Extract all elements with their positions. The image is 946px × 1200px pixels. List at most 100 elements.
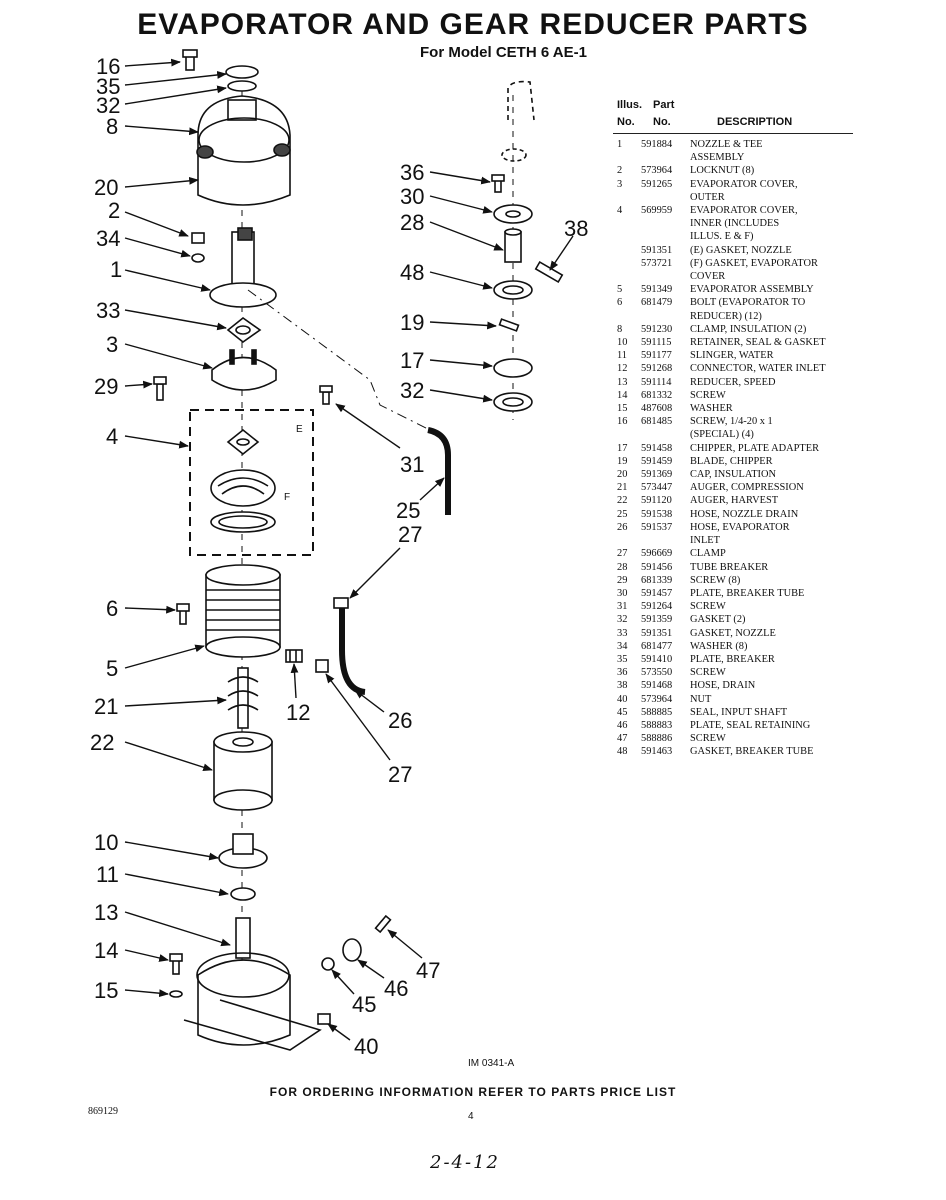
part-no-cell (641, 191, 690, 204)
illus-no-cell: 4 (617, 205, 623, 217)
illus-no-cell (613, 244, 641, 257)
description-cell: INNER (INCLUDES (690, 218, 780, 230)
leader-14 (124, 949, 169, 962)
compression-auger-21 (227, 667, 259, 729)
part-no-cell: 591463 (641, 746, 673, 758)
description-cell: EVAPORATOR ASSEMBLY (690, 284, 814, 296)
part-no-cell: 591177 (641, 350, 672, 362)
part-no-cell: 573550 (641, 667, 673, 679)
part-no-cell (641, 151, 690, 164)
seal-45 (321, 957, 335, 971)
callout-28: 28 (400, 210, 424, 235)
part-no-cell: 591457 (641, 587, 673, 599)
harvest-auger-22 (213, 731, 273, 811)
table-row: INLET (613, 534, 853, 547)
part-no-cell: 591359 (641, 614, 673, 626)
illus-no-cell: 11 (617, 350, 628, 362)
illus-no-cell: 27 (617, 548, 628, 560)
part-no-cell: 591459 (641, 455, 673, 467)
label-e: E (296, 424, 303, 435)
part-no-cell: 573721 (641, 257, 673, 269)
leader-35 (124, 71, 227, 86)
part-no-cell: 588886 (641, 733, 673, 745)
table-row: COVER (613, 270, 853, 283)
description-cell: (E) GASKET, NOZZLE (690, 244, 792, 256)
callout-22: 22 (90, 730, 114, 755)
leader-36 (429, 171, 491, 185)
chipper-blade-19 (498, 318, 520, 332)
callout-5: 5 (106, 656, 118, 681)
leader-33 (124, 309, 227, 331)
insulation-cap-20 (196, 95, 291, 206)
illus-no-cell: 20 (617, 469, 628, 481)
leader-12 (290, 663, 299, 699)
screw-29 (153, 376, 167, 401)
screw-16 (182, 49, 198, 71)
illus-no-cell: 34 (617, 640, 628, 652)
part-no-cell: 573447 (641, 482, 673, 494)
description-cell: PLATE, SEAL RETAINING (690, 719, 811, 731)
evaporator-cover-inner (210, 469, 276, 507)
illus-no-cell: 35 (617, 653, 628, 665)
callout-34: 34 (96, 226, 120, 251)
leader-13 (124, 911, 231, 947)
table-row: 591351(E) GASKET, NOZZLE (613, 244, 853, 257)
clamp-27-upper (333, 597, 349, 609)
callout-33: 33 (96, 298, 120, 323)
nozzle-dashed-top (501, 148, 527, 162)
illus-no-cell: 17 (617, 442, 628, 454)
leader-28 (429, 221, 504, 251)
leader-47 (387, 929, 423, 959)
handwritten-date: 2-4-12 (430, 1152, 500, 1173)
illus-no-cell: 26 (617, 521, 628, 533)
description-cell: EVAPORATOR COVER, (690, 178, 798, 190)
gasket-32-lower (493, 392, 533, 412)
description-cell: EVAPORATOR COVER, (690, 205, 798, 217)
description-cell: SCREW (690, 667, 726, 679)
callout-2: 2 (108, 198, 120, 223)
screw-47 (374, 914, 392, 934)
leader-8 (124, 125, 199, 136)
part-no-cell: 591349 (641, 284, 673, 296)
callout-19: 19 (400, 310, 424, 335)
callout-27: 27 (388, 762, 412, 787)
description-cell: LOCKNUT (8) (690, 165, 755, 177)
speed-reducer-13 (183, 917, 322, 1051)
description-cell: CONNECTOR, WATER INLET (690, 363, 826, 375)
label-f: F (284, 492, 290, 503)
description-cell: ILLUS. E & F) (690, 231, 754, 243)
callout-14: 14 (94, 938, 118, 963)
description-cell: (SPECIAL) (4) (690, 429, 754, 441)
callout-35: 35 (96, 74, 120, 99)
part-no-cell: 487608 (641, 403, 673, 415)
evaporator-cover-outer-3 (211, 349, 277, 391)
illus-no-cell (613, 151, 641, 164)
water-inlet-connector-12 (285, 649, 303, 663)
leader-10 (124, 841, 219, 861)
illus-no-cell: 32 (617, 614, 628, 626)
illus-no-cell (613, 230, 641, 243)
description-cell: ASSEMBLY (690, 152, 745, 164)
callout-32: 32 (400, 378, 424, 403)
callout-48: 48 (400, 260, 424, 285)
part-no-cell (641, 217, 690, 230)
header-illus: Illus. (617, 99, 643, 111)
nozzle-tee-1 (209, 227, 277, 308)
screw-31 (319, 385, 333, 405)
illus-no-cell: 45 (617, 706, 628, 718)
illus-no-cell: 2 (617, 165, 623, 177)
